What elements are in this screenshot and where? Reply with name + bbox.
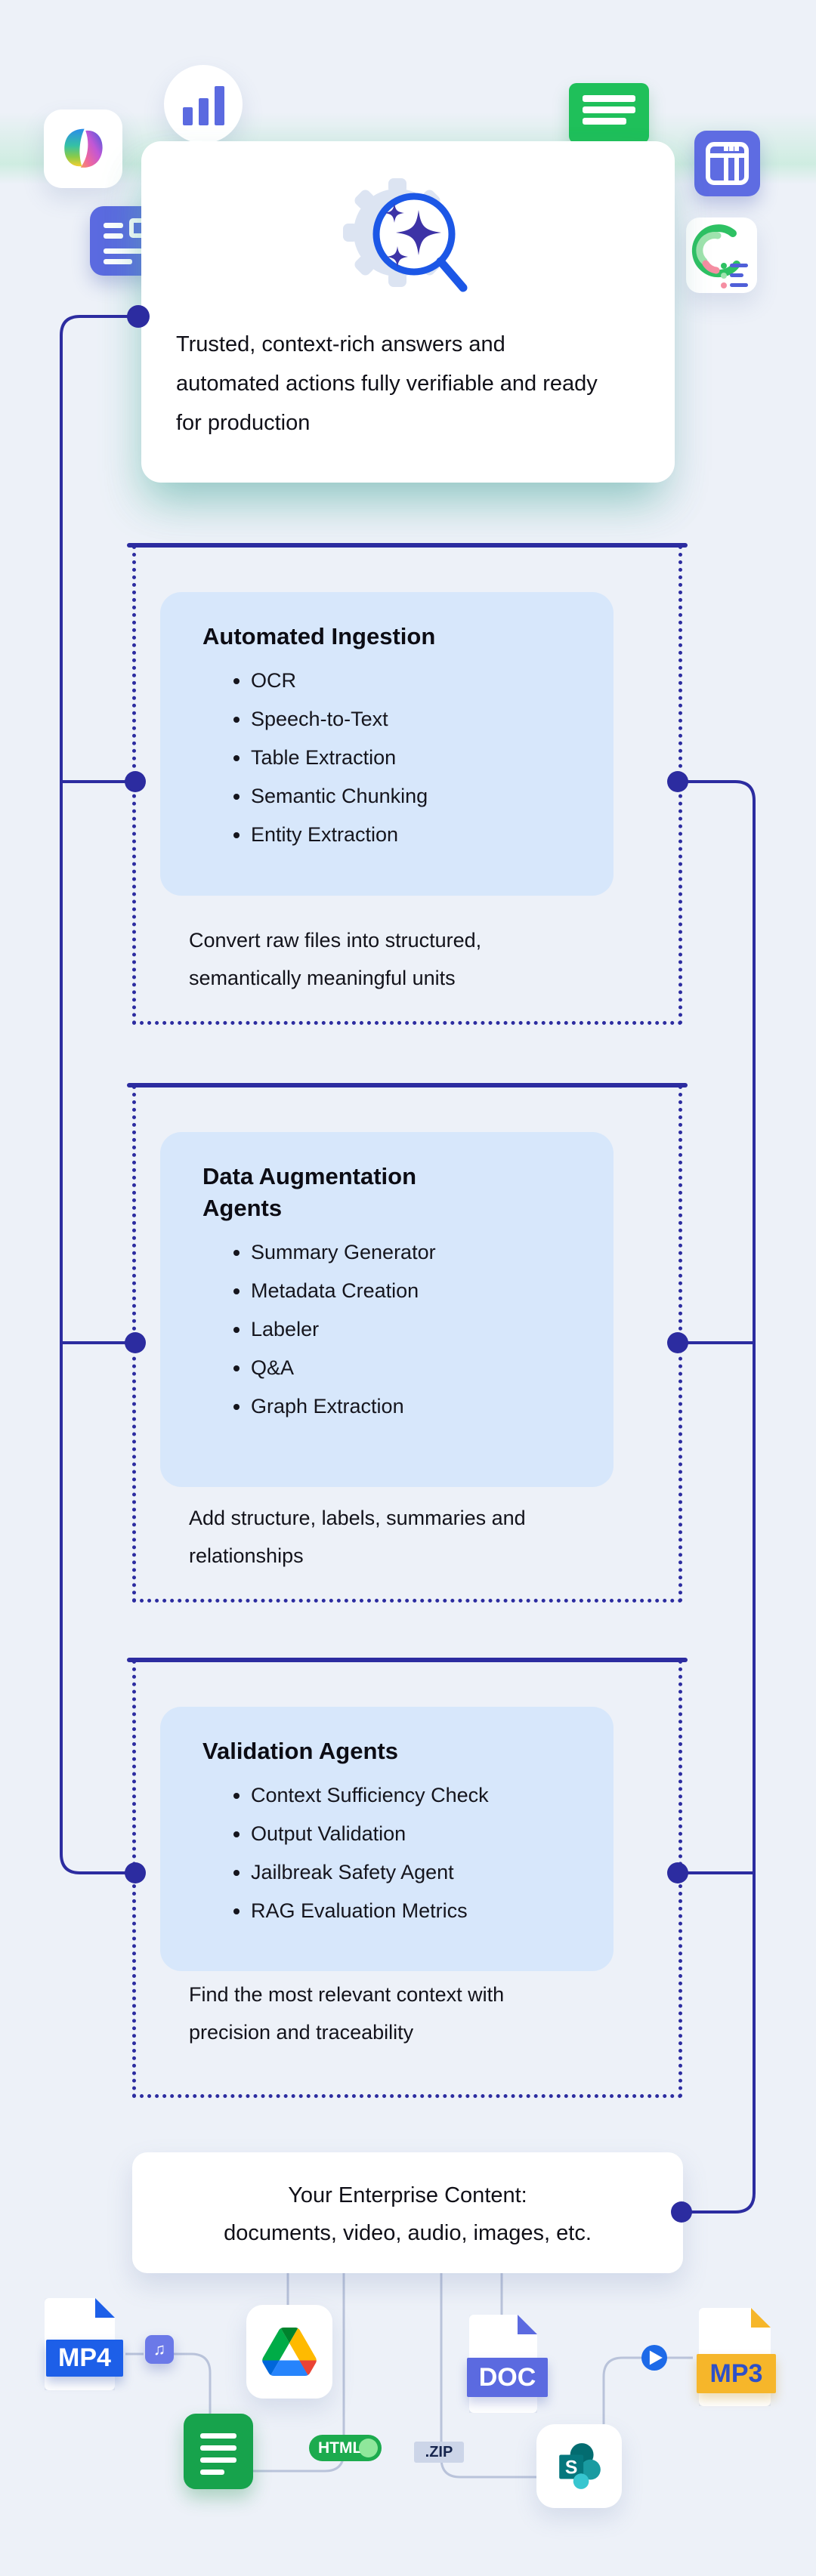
augmentation-title: Data Augmentation Agents — [202, 1163, 417, 1221]
copilot-logo-ribbons — [64, 128, 103, 168]
enterprise-line1: Your Enterprise Content: — [288, 2183, 527, 2207]
line-music-to-greendoc — [174, 2352, 212, 2414]
glyph-line — [200, 2457, 236, 2463]
list-item: Metadata Creation — [251, 1272, 583, 1310]
play-button-icon — [641, 2345, 667, 2371]
sparkles — [385, 203, 441, 267]
play-triangle — [649, 2350, 663, 2365]
copilot-icon — [44, 110, 122, 188]
bar-tall — [214, 86, 224, 125]
magnifier-handle — [436, 257, 468, 292]
glyph-line — [104, 248, 143, 254]
list-item: Labeler — [251, 1310, 583, 1349]
mp3-badge: MP3 — [697, 2354, 776, 2393]
google-drive-icon — [246, 2305, 332, 2399]
html-badge: HTML — [309, 2435, 382, 2461]
box2-top-bar — [127, 1083, 688, 1087]
table-icon — [694, 131, 760, 196]
glyph-line — [200, 2445, 236, 2451]
green-document-icon — [184, 2414, 253, 2489]
ingestion-title: Automated Ingestion — [202, 623, 436, 649]
validation-bullet-list: Context Sufficiency Check Output Validat… — [202, 1776, 583, 1930]
list-item: Graph Extraction — [251, 1387, 583, 1426]
augmentation-bullet-list: Summary Generator Metadata Creation Labe… — [202, 1233, 583, 1426]
list-item: Summary Generator — [251, 1233, 583, 1272]
list-item: Context Sufficiency Check — [251, 1776, 583, 1815]
bar-small — [182, 107, 193, 125]
doc-badge: DOC — [467, 2358, 548, 2397]
gear-magnifier-sparkles-icon — [340, 169, 476, 305]
sharepoint-icon: S — [536, 2424, 622, 2508]
doc-fold — [518, 2315, 537, 2334]
sharepoint-letter: S — [564, 2457, 577, 2478]
music-note-icon: ♫ — [145, 2335, 174, 2364]
list-item: Output Validation — [251, 1815, 583, 1853]
pipeline-box-augmentation: Data Augmentation Agents Summary Generat… — [132, 1085, 682, 1603]
pipeline-box-ingestion: Automated Ingestion OCR Speech-to-Text T… — [132, 545, 682, 1025]
list-item: Entity Extraction — [251, 816, 583, 854]
bar-chart-icon — [164, 65, 243, 143]
glyph-line — [583, 118, 626, 125]
sharepoint-logo: S — [558, 2442, 601, 2489]
gauge-glyph — [691, 224, 748, 288]
right-rail — [678, 780, 756, 2214]
validation-card: Validation Agents Context Sufficiency Ch… — [160, 1707, 614, 1971]
validation-caption: Find the most relevant context with prec… — [189, 1983, 505, 2044]
list-item: Table Extraction — [251, 739, 583, 777]
bar-medium — [198, 98, 209, 125]
list-item: Speech-to-Text — [251, 700, 583, 739]
left-rail — [60, 315, 140, 1874]
glyph-line — [104, 233, 123, 239]
list-item: OCR — [251, 662, 583, 700]
list-item: Q&A — [251, 1349, 583, 1387]
ingestion-bullet-list: OCR Speech-to-Text Table Extraction Sema… — [202, 662, 583, 854]
mp3-fold — [751, 2308, 771, 2328]
box3-top-bar — [127, 1658, 688, 1662]
music-note-glyph: ♫ — [153, 2340, 166, 2359]
list-item: Semantic Chunking — [251, 777, 583, 816]
glyph-line — [583, 106, 635, 113]
glyph-line — [104, 223, 123, 228]
mp4-badge: MP4 — [46, 2340, 123, 2377]
glyph-line — [200, 2433, 236, 2439]
hero-description: Trusted, context-rich answers and automa… — [176, 332, 598, 435]
augmentation-caption: Add structure, labels, summaries and rel… — [189, 1507, 526, 1567]
mp4-fold — [95, 2298, 115, 2318]
list-item: Jailbreak Safety Agent — [251, 1853, 583, 1892]
drive-logo — [262, 2328, 317, 2376]
augmentation-card: Data Augmentation Agents Summary Generat… — [160, 1132, 614, 1487]
list-item: RAG Evaluation Metrics — [251, 1892, 583, 1930]
glyph-line — [104, 259, 132, 264]
glyph-line — [200, 2470, 224, 2475]
enterprise-line2: documents, video, audio, images, etc. — [224, 2221, 592, 2245]
zip-label: .ZIP — [425, 2443, 453, 2460]
hero-icon-svg — [343, 178, 468, 292]
pipeline-box-validation: Validation Agents Context Sufficiency Ch… — [132, 1660, 682, 2098]
html-dot — [359, 2439, 378, 2457]
table-glyph — [706, 142, 749, 185]
ingestion-caption: Convert raw files into structured, seman… — [189, 929, 482, 989]
chat-bubble-icon — [569, 83, 649, 159]
enterprise-content-card: Your Enterprise Content: documents, vide… — [132, 2152, 683, 2273]
zip-badge: .ZIP — [414, 2442, 464, 2463]
gauge-report-icon — [686, 217, 757, 293]
html-label: HTML — [318, 2439, 363, 2457]
box1-top-bar — [127, 543, 688, 548]
ingestion-card: Automated Ingestion OCR Speech-to-Text T… — [160, 592, 614, 896]
validation-title: Validation Agents — [202, 1738, 398, 1764]
glyph-line — [583, 95, 635, 102]
